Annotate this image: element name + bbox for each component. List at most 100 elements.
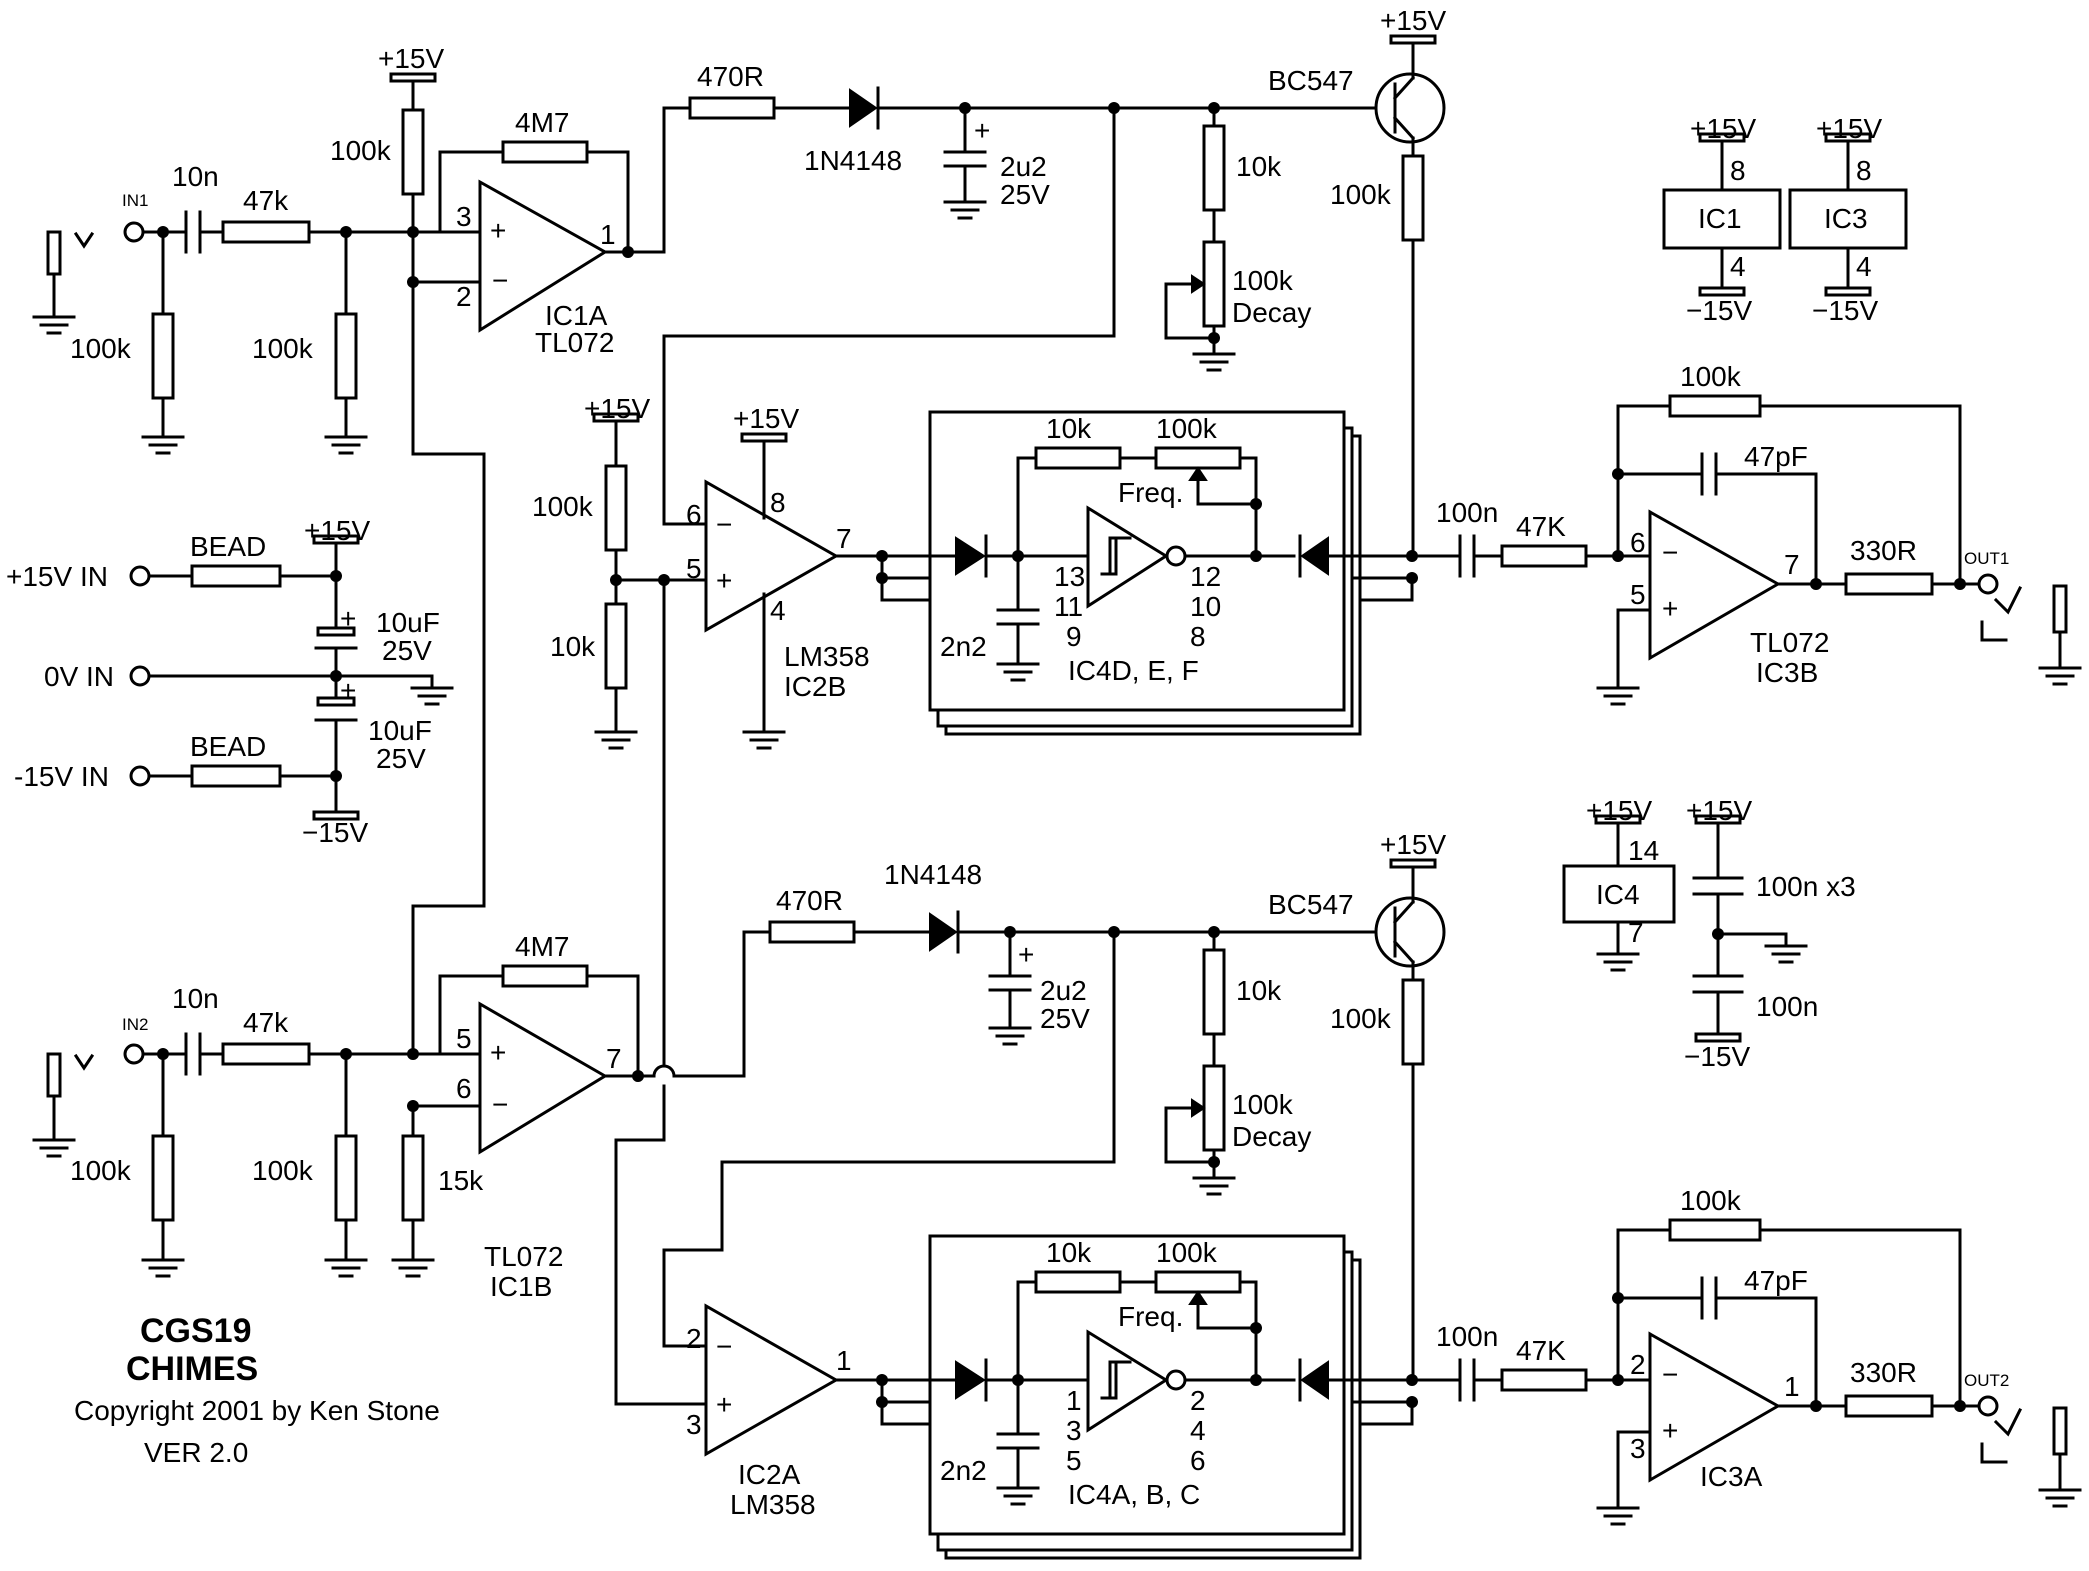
- ch1-r100k-b: 100k: [252, 333, 314, 364]
- dec-label-b: 100n: [1756, 991, 1818, 1022]
- ch2-in-res-label: 100k: [70, 1155, 132, 1186]
- ch2-inv-pin-b: 3: [1066, 1415, 1082, 1446]
- ch2-det-cap-v: 25V: [1040, 1003, 1090, 1034]
- ch2-coup-res-label: 47K: [1516, 1335, 1566, 1366]
- ic1a-pin-out: 1: [600, 219, 616, 250]
- ic3b-opamp: [1648, 509, 1782, 661]
- pwr-pos-jack-icon[interactable]: [129, 565, 151, 587]
- ch2-output-stage: 100k 47pF − + 2 3 1 IC3A 330R OUT2: [1596, 1185, 2082, 1526]
- copyright-text: Copyright 2001 by Ken Stone: [74, 1395, 440, 1426]
- ch2-decay-res-label: 10k: [1236, 975, 1282, 1006]
- out2-label: OUT2: [1964, 1371, 2009, 1390]
- ic-power: +15V 8 IC1 4 −15V +15V 8 IC3 4 −15V +15V…: [1562, 113, 1908, 1072]
- bead-label-1: BEAD: [190, 531, 266, 562]
- ch1-osc-pot-label: 100k: [1156, 413, 1218, 444]
- ch1-det-cap-v: 25V: [1000, 179, 1050, 210]
- ic1a-pin-minus: 2: [456, 281, 472, 312]
- svg-text:+: +: [974, 115, 990, 146]
- in1-jack-icon[interactable]: [123, 221, 145, 243]
- ch1-diode-label: 1N4148: [804, 145, 902, 176]
- ch2-inv-pin-a: 1: [1066, 1385, 1082, 1416]
- pwr-0v-jack-icon[interactable]: [129, 665, 151, 687]
- ch1-inv-pin-b: 11: [1054, 591, 1083, 622]
- svg-text:+: +: [340, 603, 356, 634]
- pwr-neg-label: −15V: [302, 817, 368, 848]
- ic1-pwr-pos: +15V: [1690, 113, 1756, 144]
- ic3-pwr-neg: −15V: [1812, 295, 1878, 326]
- ic2b-pin-minus: 6: [686, 499, 702, 530]
- ic2b-pin-out: 7: [836, 523, 852, 554]
- ch1-inv-pin-e: 10: [1190, 591, 1221, 622]
- power-input: +15V IN BEAD +15V + 10uF 25V 0V IN + 10u…: [6, 515, 454, 848]
- ic1-pwr-neg: −15V: [1686, 295, 1752, 326]
- ic1a-opamp: [478, 179, 608, 333]
- ic2b-name: LM358: [784, 641, 870, 672]
- svg-text:+: +: [1018, 939, 1034, 970]
- ic1b-pin-out: 7: [606, 1043, 622, 1074]
- bead-label-2: BEAD: [190, 731, 266, 762]
- ch1-output-stage: 100k 47pF − + 6 5 7 TL072 IC3B 330R OUT1: [1596, 361, 2082, 706]
- ch2-osc-cap-label: 2n2: [940, 1455, 987, 1486]
- ic1b-pin-plus: 5: [456, 1023, 472, 1054]
- ch1-input-stage: IN1 100k 10n 47k 100k +15V 100k: [32, 43, 666, 908]
- ic1-label: IC1: [1698, 203, 1742, 234]
- ch1-decay-label: Decay: [1232, 297, 1311, 328]
- in1-label: IN1: [122, 191, 148, 210]
- ch1-det-res-label: 470R: [697, 61, 764, 92]
- ic1b-pin-minus: 6: [456, 1073, 472, 1104]
- out2-jack-icon[interactable]: [1977, 1395, 1999, 1417]
- ch1-osc-res-label: 10k: [1046, 413, 1092, 444]
- ch1-pwr-label: +15V: [378, 43, 444, 74]
- ch2-detector: 470R 1N4148 + 2u2 25V 10k 100k Decay: [662, 829, 1446, 1382]
- pwr-neg-jack-icon[interactable]: [129, 765, 151, 787]
- ic2a-pin-out: 1: [836, 1345, 852, 1376]
- pwr-in-neg-label: -15V IN: [14, 761, 109, 792]
- ch1-in-res-label: 100k: [70, 333, 132, 364]
- ic3a-opamp: [1648, 1331, 1782, 1483]
- ch2-inv-pin-e: 4: [1190, 1415, 1206, 1446]
- svg-text:+: +: [716, 1389, 732, 1420]
- ic4-pin7: 7: [1628, 917, 1644, 948]
- ch1-decay-res-label: 10k: [1236, 151, 1282, 182]
- ch1-inv-pin-c: 9: [1066, 621, 1082, 652]
- ch1-in-res2-label: 47k: [243, 185, 289, 216]
- ch1-inv-pin-d: 12: [1190, 561, 1221, 592]
- ic2b-ic: IC2B: [784, 671, 846, 702]
- ic3b-type: TL072: [1750, 627, 1829, 658]
- ic2b-opamp: [704, 479, 840, 633]
- ch2-out-res-label: 330R: [1850, 1357, 1917, 1388]
- ch1-bias-label: 100k: [330, 135, 392, 166]
- ic1a-pin-plus: 3: [456, 201, 472, 232]
- ch1-q-pwr: +15V: [1380, 5, 1446, 36]
- ic3-label: IC3: [1824, 203, 1868, 234]
- ch1-inv-pin-f: 8: [1190, 621, 1206, 652]
- ch1-bias-bot-label: 10k: [550, 631, 596, 662]
- pwr-in-0-label: 0V IN: [44, 661, 114, 692]
- pwr-in-pos-label: +15V IN: [6, 561, 108, 592]
- pwr-top-label: +15V: [304, 515, 370, 546]
- in2-jack-icon[interactable]: [123, 1043, 145, 1065]
- version-text: VER 2.0: [144, 1437, 248, 1468]
- ch2-fb-c-label: 47pF: [1744, 1265, 1808, 1296]
- dec-label-a: 100n x3: [1756, 871, 1856, 902]
- ch2-schmitt-icon: [1086, 1329, 1169, 1433]
- ic3b-pin-plus: 5: [1630, 579, 1646, 610]
- ch2-inv-pin-f: 6: [1190, 1445, 1206, 1476]
- svg-text:−: −: [716, 509, 732, 540]
- ch1-inv-name: IC4D, E, F: [1068, 655, 1199, 686]
- dec-pwr-pos: +15V: [1686, 795, 1752, 826]
- ic4-pwr-pos: +15V: [1586, 795, 1652, 826]
- ic2a-name: LM358: [730, 1489, 816, 1520]
- svg-text:−: −: [1662, 537, 1678, 568]
- ic2b-pwr: +15V: [733, 403, 799, 434]
- ch2-gain-res-label: 15k: [438, 1165, 484, 1196]
- ic3-pin8: 8: [1856, 155, 1872, 186]
- cap1-voltage: 25V: [382, 635, 432, 666]
- ch1-coup-cap-label: 100n: [1436, 497, 1498, 528]
- ch1-coup-res-label: 47K: [1516, 511, 1566, 542]
- out1-jack-icon[interactable]: [1977, 573, 1999, 595]
- ch2-coup-cap-label: 100n: [1436, 1321, 1498, 1352]
- svg-text:−: −: [492, 1089, 508, 1120]
- ic2a-ic: IC2A: [738, 1459, 801, 1490]
